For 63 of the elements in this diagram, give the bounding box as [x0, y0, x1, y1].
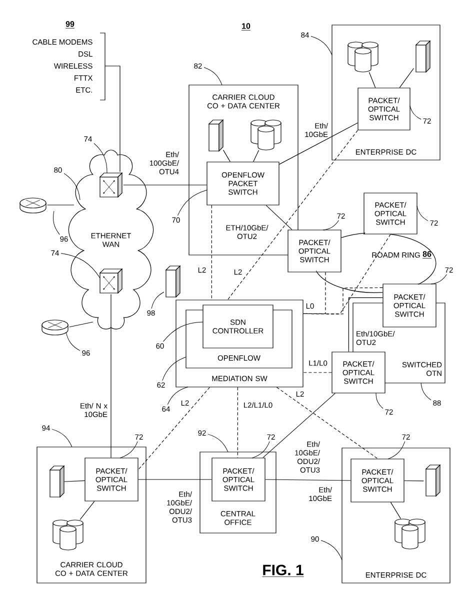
leader-line	[376, 392, 384, 409]
connector	[348, 297, 383, 352]
leader-line	[64, 173, 80, 200]
connector	[279, 122, 358, 165]
connector	[47, 204, 74, 206]
leader-line	[167, 386, 188, 405]
connector	[253, 150, 260, 162]
leader-line	[120, 441, 138, 458]
storage-icon	[348, 42, 378, 72]
leader-line	[204, 67, 222, 86]
leader-line	[410, 106, 422, 120]
dashed-connector	[237, 387, 238, 458]
storage-icon	[250, 120, 282, 150]
connector	[123, 184, 207, 186]
connector	[404, 480, 424, 482]
connector	[110, 294, 112, 458]
leader-line	[151, 292, 164, 309]
leader-line	[60, 253, 100, 278]
router-icon	[42, 320, 68, 336]
connector	[262, 393, 336, 458]
connector	[64, 480, 85, 482]
storage-icon	[394, 518, 426, 550]
leader-line	[162, 356, 186, 381]
dashed-connector	[303, 372, 332, 373]
dashed-connector	[303, 272, 326, 314]
leader-line	[322, 220, 339, 230]
leader-line	[162, 322, 204, 342]
connector	[390, 502, 401, 519]
ring-arc	[341, 232, 366, 238]
connector	[104, 66, 120, 172]
leader-line	[388, 441, 406, 460]
dashed-connector	[227, 130, 358, 300]
leader-line	[94, 143, 108, 174]
dashed-connector	[138, 387, 210, 470]
connector	[69, 322, 94, 328]
connector	[138, 479, 212, 480]
leader-line	[252, 441, 270, 458]
reference-numeral: 10	[241, 23, 251, 30]
leader-line	[53, 210, 60, 235]
dashed-connector	[211, 205, 212, 300]
leader-line	[420, 382, 432, 400]
connector	[368, 72, 376, 88]
leader-line	[177, 190, 208, 216]
router-icon	[20, 198, 46, 214]
leader-line	[66, 332, 80, 351]
dashed-connector	[276, 387, 378, 459]
connector	[223, 150, 230, 162]
leader-line	[320, 540, 342, 560]
leader-line	[416, 206, 428, 222]
ring-arc	[316, 271, 383, 293]
connector	[399, 68, 414, 88]
ring-arc	[390, 234, 436, 285]
connector	[80, 501, 95, 520]
storage-icon	[52, 520, 84, 550]
dashed-connector	[303, 287, 383, 314]
leader-line	[52, 428, 72, 448]
figure-caption: FIG. 1	[262, 564, 304, 577]
leader-line	[208, 434, 228, 452]
leader-line	[310, 36, 332, 56]
connector	[265, 479, 351, 481]
leader-line	[430, 274, 447, 284]
dashed-connector	[303, 234, 391, 314]
connector	[266, 205, 292, 230]
